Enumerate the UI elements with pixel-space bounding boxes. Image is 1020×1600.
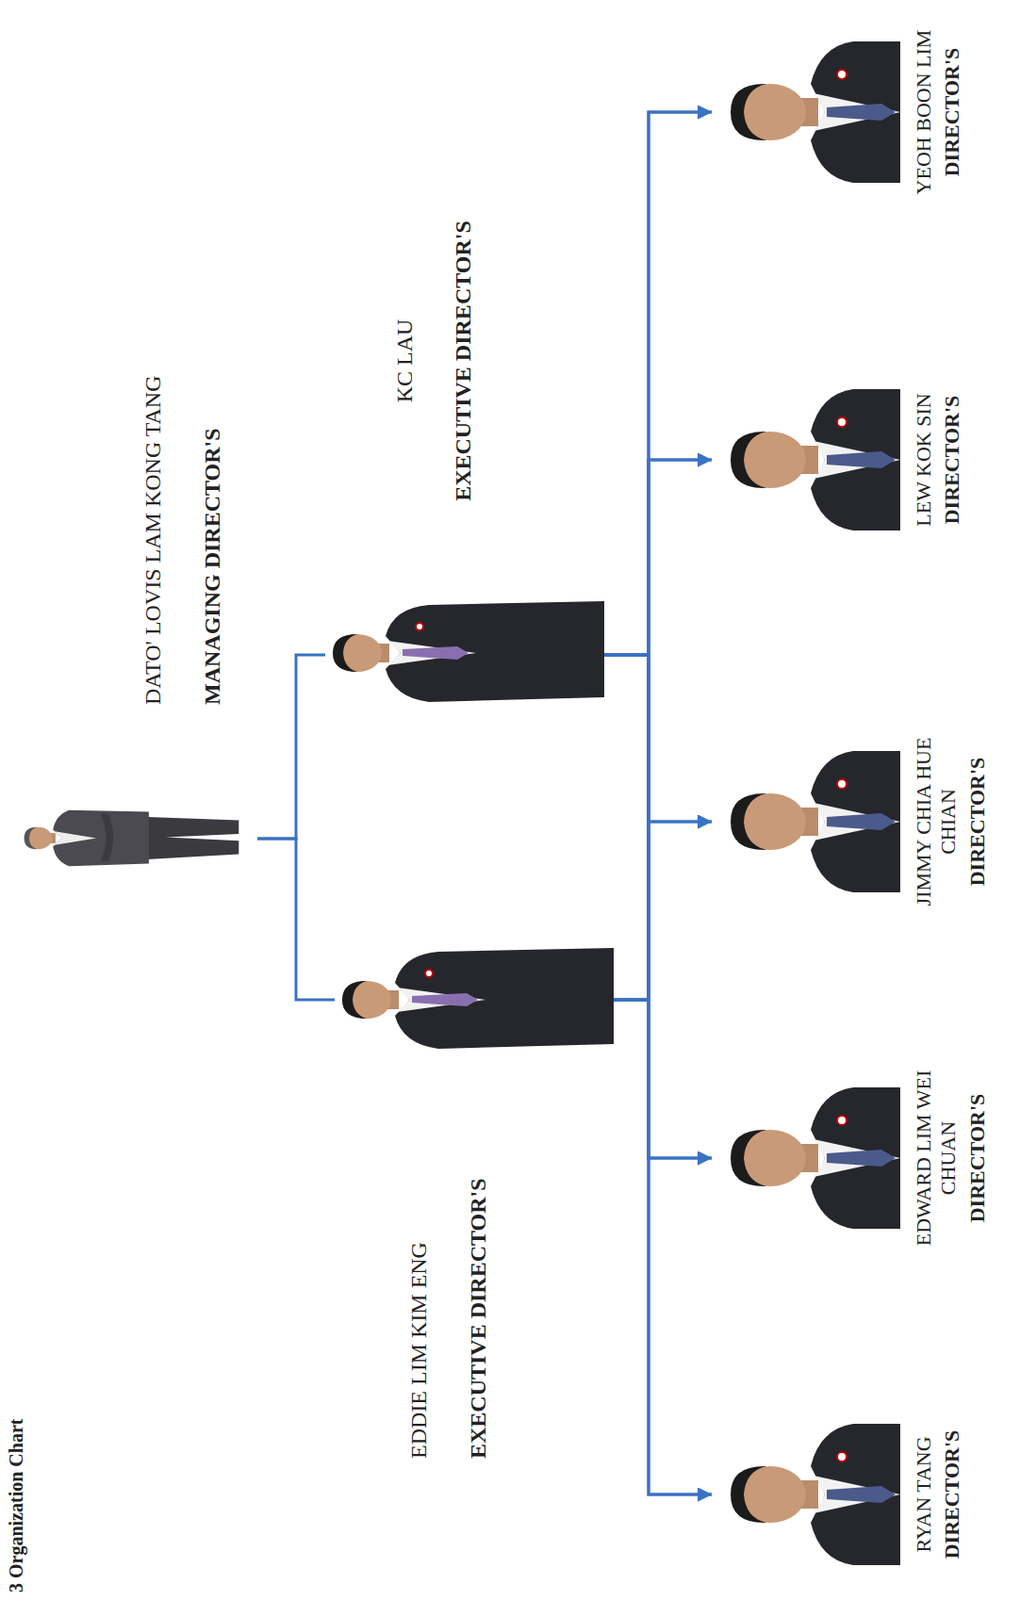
position-title: DIRECTOR'S — [965, 1054, 990, 1263]
position-title: EXECUTIVE DIRECTOR'S — [464, 1063, 493, 1460]
person-photo — [342, 948, 614, 1050]
director-card: RYAN TANGDIRECTOR'S — [711, 1391, 966, 1599]
org-connector — [613, 112, 712, 1001]
org-connector — [257, 655, 326, 840]
person-photo — [730, 1087, 901, 1230]
person-photo — [24, 810, 240, 867]
org-connector — [604, 655, 712, 1159]
org-connector — [257, 839, 335, 1001]
chart-title: 3 Organization Chart — [5, 1419, 28, 1594]
person-photo — [730, 389, 901, 531]
executive-director-card: KC LAU EXECUTIVE DIRECTOR'S — [325, 153, 605, 710]
person-photo — [730, 1424, 901, 1566]
director-card: YEOH BOON LIMDIRECTOR'S — [711, 8, 966, 216]
director-card: JIMMY CHIA HUE CHIANDIRECTOR'S — [711, 718, 990, 926]
position-title: DIRECTOR'S — [939, 1391, 965, 1599]
director-card: EDWARD LIM WEI CHUANDIRECTOR'S — [711, 1054, 990, 1263]
director-card: LEW KOK SINDIRECTOR'S — [711, 356, 966, 564]
person-name: RYAN TANG — [911, 1391, 937, 1599]
person-name: EDWARD LIM WEI CHUAN — [911, 1054, 962, 1263]
person-name: JIMMY CHIA HUE CHIAN — [911, 718, 962, 926]
org-connector — [613, 460, 712, 1001]
executive-director-card: EDDIE LIM KIM ENG EXECUTIVE DIRECTOR'S — [334, 939, 614, 1465]
person-photo — [730, 41, 901, 183]
org-connector — [613, 1000, 712, 1496]
person-photo — [730, 751, 901, 893]
position-title: DIRECTOR'S — [939, 356, 965, 564]
position-title: DIRECTOR'S — [965, 718, 990, 926]
person-name: DATO' LOVIS LAM KONG TANG — [139, 271, 167, 706]
org-connector — [604, 460, 712, 656]
person-name: LEW KOK SIN — [911, 356, 937, 564]
person-photo — [332, 601, 605, 703]
position-title: DIRECTOR'S — [939, 8, 965, 216]
position-title: MANAGING DIRECTOR'S — [198, 271, 227, 706]
org-connector — [604, 655, 712, 1496]
managing-director-card: DATO' LOVIS LAM KONG TANG MANAGING DIRECT… — [7, 262, 258, 885]
person-name: KC LAU — [391, 163, 419, 560]
position-title: EXECUTIVE DIRECTOR'S — [449, 163, 478, 560]
person-name: YEOH BOON LIM — [911, 8, 937, 216]
org-connector — [613, 1000, 712, 1159]
person-name: EDDIE LIM KIM ENG — [405, 1063, 433, 1460]
org-connector — [613, 822, 712, 1001]
org-connector — [604, 112, 712, 656]
org-connector — [604, 655, 712, 823]
